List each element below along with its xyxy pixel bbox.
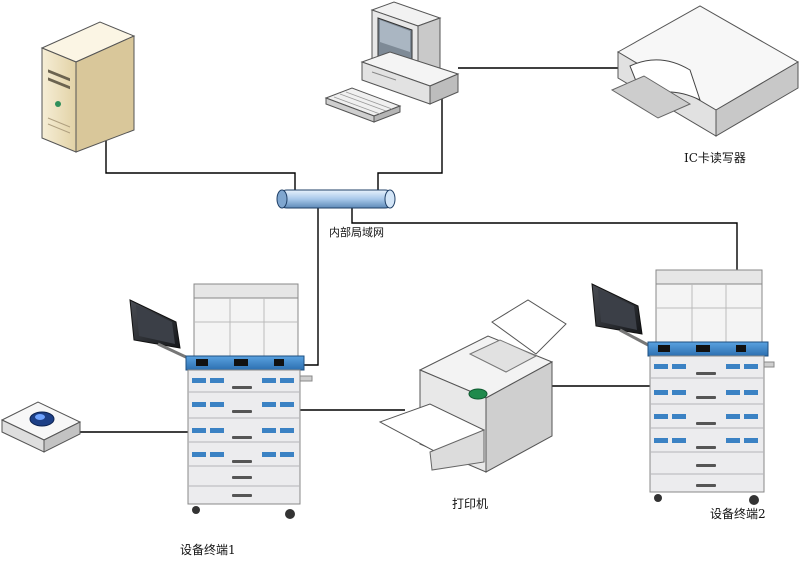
terminal1-label: 设备终端1 <box>180 542 236 557</box>
equipment-terminal-icon-2 <box>591 269 775 505</box>
connection-lines <box>80 67 738 433</box>
ic-card-reader-icon <box>610 5 799 137</box>
server-icon <box>40 21 136 153</box>
ic-reader-label: IC卡读写器 <box>684 151 746 165</box>
equipment-terminal-icon-1 <box>129 283 313 519</box>
line-server-lan <box>105 133 296 190</box>
line-lan-terminal1 <box>300 207 319 366</box>
line-lan-terminal2 <box>351 207 738 270</box>
printer-label: 打印机 <box>452 497 488 511</box>
printer-icon <box>378 299 567 473</box>
lan-hub-icon <box>276 189 396 209</box>
card-scanner-icon <box>0 401 82 453</box>
terminal2-label: 设备终端2 <box>710 506 766 521</box>
lan-label: 内部局域网 <box>329 225 384 239</box>
line-workstation-lan <box>377 90 443 190</box>
workstation-icon <box>324 1 460 123</box>
